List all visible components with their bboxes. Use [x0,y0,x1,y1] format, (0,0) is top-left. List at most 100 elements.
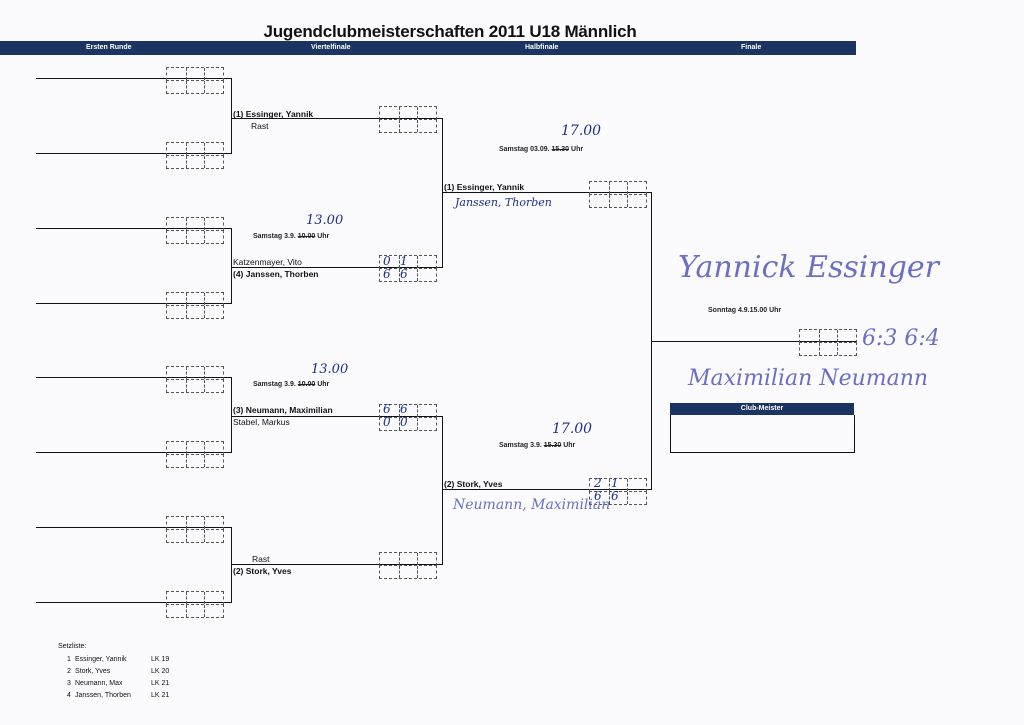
r1-connector-3 [231,377,232,452]
qf3-score-top-set2: 6 [400,402,408,416]
qf3-player-bottom: Stabel, Markus [233,417,290,427]
qf1-opponent: Rast [251,121,269,131]
r1-score-box-5-upper [166,366,224,380]
qf3-score-bottom-set2: 0 [400,415,408,429]
r1-line-5 [36,377,232,378]
sf1-schedule: Samstag 03.09. 15.30 Uhr [499,146,584,153]
final-score-box-upper [799,329,857,343]
qf2-time-handwritten: 13.00 [306,213,344,228]
r1-score-box-2-lower [166,155,224,169]
setzliste-lk: LK 20 [151,668,170,675]
sf2-time-handwritten: 17.00 [552,421,593,437]
r1-line-1 [36,78,232,79]
qf3-player-top: (3) Neumann, Maximilian [233,405,333,415]
qf1-player: (1) Essinger, Yannik [233,109,314,119]
qf-score-box-2-lower [379,268,437,282]
setzliste-heading: Setzliste: [58,643,87,650]
final-schedule: Sonntag 4.9.15.00 Uhr [708,307,782,314]
setzliste-name: Neumann, Max [75,680,123,687]
sf2-opponent-handwritten: Neumann, Maximilian [453,497,611,513]
sf-score-box-1-lower [589,194,647,208]
r1-score-box-8-upper [166,591,224,605]
qf-line-4 [232,564,443,565]
sf2-score-top-set1: 2 [594,476,602,490]
r1-score-box-2-upper [166,142,224,156]
r1-score-box-3-lower [166,230,224,244]
setzliste-lk: LK 21 [151,680,170,687]
qf-score-box-4-upper [379,552,437,566]
r1-score-box-4-lower [166,305,224,319]
round-label-quarterfinal: Viertelfinale [311,44,351,51]
qf3-schedule: Samstag 3.9. 10.00 Uhr [253,381,330,388]
round-header-bar [0,41,856,55]
sf2-score-bottom-set2: 6 [611,489,619,503]
qf-line-1 [232,118,443,119]
r1-score-box-7-upper [166,516,224,530]
sf-score-box-1-upper [589,181,647,195]
final-score-box-lower [799,342,857,356]
r1-line-2 [36,153,232,154]
sf1-opponent-handwritten: Janssen, Thorben [455,196,552,209]
qf-connector-1 [442,118,443,267]
final-runner-up-handwritten: Maximilian Neumann [688,366,929,391]
setzliste-name: Stork, Yves [75,668,111,675]
sf-line-1 [443,192,652,193]
setzliste-lk: LK 19 [151,656,170,663]
sf-score-box-2-lower [589,491,647,505]
qf-line-3 [232,416,443,417]
r1-score-box-4-upper [166,292,224,306]
sf-connector [651,192,652,489]
r1-connector-1 [231,78,232,153]
qf2-schedule: Samstag 3.9. 10.00 Uhr [253,233,330,240]
qf2-score-bottom-set1: 6 [383,267,391,281]
qf2-score-top-set1: 0 [383,254,391,268]
r1-score-box-3-upper [166,217,224,231]
round-label-first: Ersten Runde [86,44,132,51]
final-winner-handwritten: Yannick Essinger [678,250,940,285]
qf3-time-handwritten: 13.00 [311,362,349,377]
qf3-score-bottom-set1: 0 [383,415,391,429]
r1-score-box-6-lower [166,454,224,468]
qf3-score-top-set1: 6 [383,402,391,416]
r1-score-box-6-upper [166,441,224,455]
r1-line-3 [36,228,232,229]
qf4-opponent: Rast [252,554,270,564]
final-line [652,341,856,342]
r1-score-box-1-lower [166,80,224,94]
setzliste-rank: 2 [67,668,71,675]
setzliste-rank: 1 [67,656,71,663]
qf-score-box-1-upper [379,106,437,120]
r1-connector-2 [231,228,232,303]
sf-line-2 [443,489,652,490]
final-score-handwritten: 6:3 6:4 [862,326,940,351]
setzliste-name: Janssen, Thorben [75,692,131,699]
qf4-player: (2) Stork, Yves [233,566,292,576]
round-label-semifinal: Halbfinale [525,44,559,51]
qf-score-box-3-lower [379,417,437,431]
club-meister-box [670,415,855,453]
qf-connector-2 [442,416,443,564]
sf2-score-bottom-set1: 6 [594,489,602,503]
sf1-time-handwritten: 17.00 [561,123,602,139]
sf1-player: (1) Essinger, Yannik [444,182,525,192]
sheet-title: Jugendclubmeisterschaften 2011 U18 Männl… [263,22,637,41]
r1-score-box-5-lower [166,379,224,393]
sf2-player: (2) Stork, Yves [444,479,503,489]
sf2-schedule: Samstag 3.9. 15.30 Uhr [499,442,576,449]
r1-score-box-8-lower [166,604,224,618]
r1-line-7 [36,527,232,528]
setzliste-lk: LK 21 [151,692,170,699]
qf-line-2 [232,267,443,268]
sf2-score-top-set2: 1 [611,476,619,490]
qf-score-box-4-lower [379,565,437,579]
r1-score-box-1-upper [166,67,224,81]
r1-line-6 [36,452,232,453]
qf2-score-top-set2: 1 [400,254,408,268]
r1-line-4 [36,303,232,304]
r1-connector-4 [231,527,232,602]
round-label-final: Finale [741,44,762,51]
setzliste-rank: 3 [67,680,71,687]
club-meister-header: Club-Meister [670,403,854,415]
qf-score-box-1-lower [379,119,437,133]
